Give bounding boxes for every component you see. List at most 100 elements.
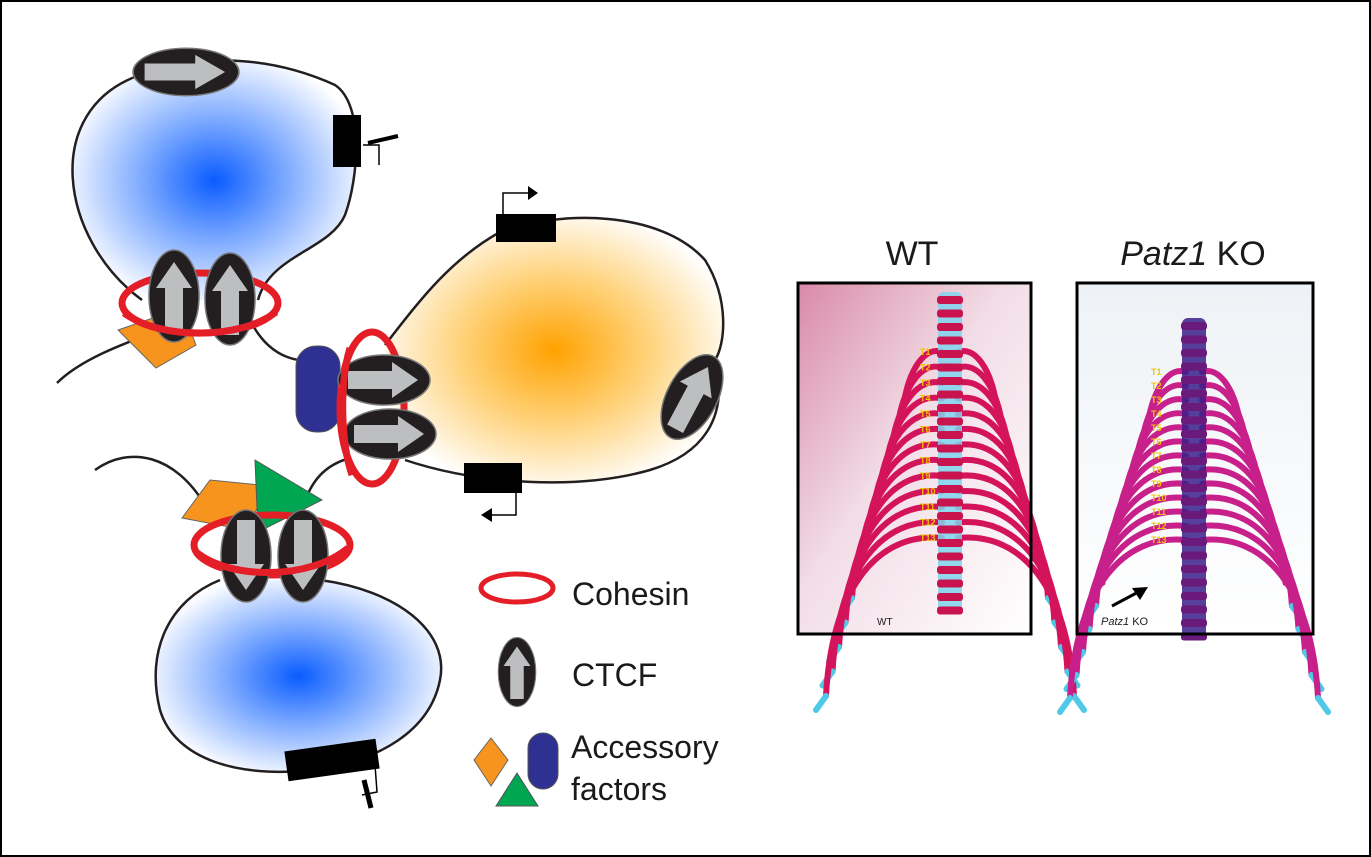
wt-vertebra	[937, 336, 963, 345]
wt-vertebra	[937, 566, 963, 574]
wt-vertebra	[937, 539, 963, 547]
dna-strand-left-bottom	[94, 455, 207, 506]
ko-vertebra	[1181, 524, 1207, 533]
wt-vertebra-label: T2	[920, 363, 931, 373]
wt-vertebra	[937, 458, 963, 466]
ko-vertebra-label: T1	[1151, 367, 1162, 377]
ko-cartilage	[1057, 695, 1073, 715]
ko-missing-rib-arrow	[1111, 587, 1148, 608]
ko-vertebra	[1181, 376, 1207, 384]
legend-blue-oval-icon	[527, 732, 559, 790]
ko-vertebra	[1181, 470, 1207, 479]
ko-vertebra	[1181, 592, 1207, 600]
blue-loop-bottom	[154, 578, 443, 774]
ctcf-top-single	[132, 47, 240, 97]
ko-vertebra	[1181, 605, 1207, 614]
ko-vertebra-label: T2	[1151, 381, 1162, 391]
wt-vertebra-label: T8	[920, 456, 931, 466]
ko-vertebra	[1181, 322, 1207, 330]
ko-vertebra	[1181, 389, 1207, 398]
wt-rib-left	[823, 534, 945, 699]
wt-vertebra	[937, 350, 963, 358]
gene-promoter-bottom-loop	[284, 738, 380, 809]
ko-vertebra	[1181, 511, 1207, 519]
anchor-bottom	[181, 459, 354, 603]
legend-ctcf-icon	[497, 636, 537, 708]
wt-skeleton-photo	[813, 292, 1087, 713]
ko-vertebra-label: T5	[1151, 423, 1162, 433]
wt-vertebra	[937, 377, 963, 385]
wt-vertebra-label: T3	[920, 378, 931, 388]
legend-green-triangle-icon	[495, 772, 539, 807]
legend: Cohesin CTCF Accessory factors	[473, 571, 719, 807]
ko-vertebra	[1181, 484, 1207, 492]
ko-panel: Patz1 KO T1T2T3T4T5T6T7T8T9T10T11T12T13 …	[1057, 235, 1331, 715]
accessory-factor-blue	[295, 345, 341, 433]
wt-vertebra	[937, 512, 963, 520]
blue-loop-top	[71, 59, 358, 302]
gene-promoter-orange-top	[496, 186, 556, 242]
ko-cartilage	[1315, 695, 1331, 715]
chromatin-loop-diagram	[56, 47, 737, 809]
ko-vertebra	[1181, 578, 1207, 587]
legend-ctcf-label: CTCF	[572, 657, 657, 693]
ko-vertebra-label: T3	[1151, 395, 1162, 405]
legend-accessory-label-line2: factors	[571, 771, 667, 807]
legend-accessory-label-line1: Accessory	[571, 729, 719, 765]
anchor-middle	[295, 328, 437, 488]
ko-vertebra-label: T10	[1151, 493, 1167, 503]
wt-vertebra-label: T7	[920, 440, 931, 450]
wt-vertebra	[937, 579, 963, 588]
wt-rib-right	[955, 534, 1077, 699]
wt-vertebra-label: T1	[920, 347, 931, 357]
wt-vertebra-label: T11	[920, 502, 935, 512]
wt-vertebra	[937, 593, 963, 601]
ko-vertebra	[1181, 619, 1207, 627]
wt-vertebra	[937, 404, 963, 412]
ko-vertebra	[1181, 349, 1207, 357]
ko-vertebra	[1181, 416, 1207, 425]
gene-promoter-top-loop	[333, 115, 399, 167]
wt-photo-caption: WT	[877, 617, 893, 628]
wt-vertebra-label: T12	[920, 518, 936, 528]
ko-vertebra	[1181, 362, 1207, 371]
wt-vertebra	[937, 296, 963, 304]
wt-cartilage	[813, 693, 829, 713]
legend-orange-diamond-icon	[473, 737, 509, 787]
ko-vertebra-label: T6	[1151, 437, 1162, 447]
wt-vertebra	[937, 417, 963, 426]
ko-vertebra	[1181, 551, 1207, 560]
wt-panel-title: WT	[886, 235, 939, 273]
legend-accessory-icons	[473, 732, 559, 807]
legend-cohesin-label: Cohesin	[572, 576, 689, 612]
ko-vertebra-label: T11	[1151, 507, 1166, 517]
ko-vertebra	[1181, 443, 1207, 452]
ko-vertebra	[1181, 538, 1207, 546]
wt-vertebra	[937, 323, 963, 331]
wt-vertebra	[937, 552, 963, 561]
wt-vertebra-label: T6	[920, 425, 931, 435]
ko-vertebra-label: T12	[1151, 521, 1167, 531]
ko-photo-caption: Patz1 KO	[1101, 616, 1149, 628]
ko-rib-right	[1199, 536, 1321, 701]
wt-vertebra	[937, 390, 963, 399]
ko-photo-frame	[1075, 281, 1315, 636]
legend-cohesin-icon	[478, 571, 556, 605]
wt-vertebra-label: T9	[920, 471, 931, 481]
ko-vertebra	[1181, 497, 1207, 506]
ko-vertebra-label: T13	[1151, 535, 1167, 545]
wt-vertebra	[937, 606, 963, 615]
ko-vertebra	[1181, 565, 1207, 573]
wt-photo-frame	[796, 281, 1033, 636]
ko-vertebra-label: T7	[1151, 451, 1162, 461]
wt-vertebra	[937, 498, 963, 507]
wt-vertebra	[937, 309, 963, 318]
ko-vertebra	[1181, 457, 1207, 465]
ko-panel-title: Patz1 KO	[1120, 235, 1266, 273]
ko-vertebra-label: T8	[1151, 465, 1162, 475]
orange-loop	[384, 216, 725, 484]
